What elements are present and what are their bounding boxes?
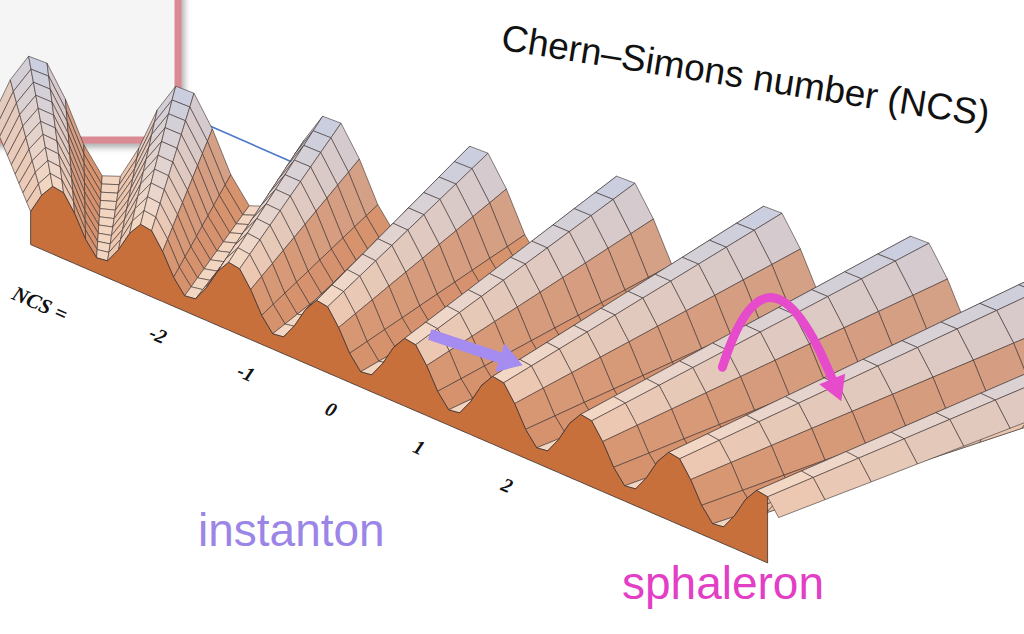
callout-box [0,0,178,140]
instanton-arrow [430,334,500,357]
tick-number: 0 [322,397,340,421]
axis-label: NCS = [9,282,71,327]
instanton-label: instanton [198,505,385,556]
tick-number: -2 [146,321,170,348]
sphaleron-label: sphaleron [622,558,824,609]
arrow-head [495,344,523,372]
tick-number: 2 [498,473,516,497]
transition-arrows [430,298,845,402]
mesh-cell [101,184,119,193]
arrow-head [819,374,845,402]
tick-number: 1 [410,435,428,459]
mesh-cell [102,176,121,185]
sphaleron-arrow [722,298,832,379]
potential-surface [0,56,1024,563]
mesh-cell [768,478,825,518]
front-face [31,186,768,563]
axis-title: Chern–Simons number (NCS) [499,18,993,135]
mesh-cell [101,192,118,201]
tick-number: -1 [234,359,258,386]
